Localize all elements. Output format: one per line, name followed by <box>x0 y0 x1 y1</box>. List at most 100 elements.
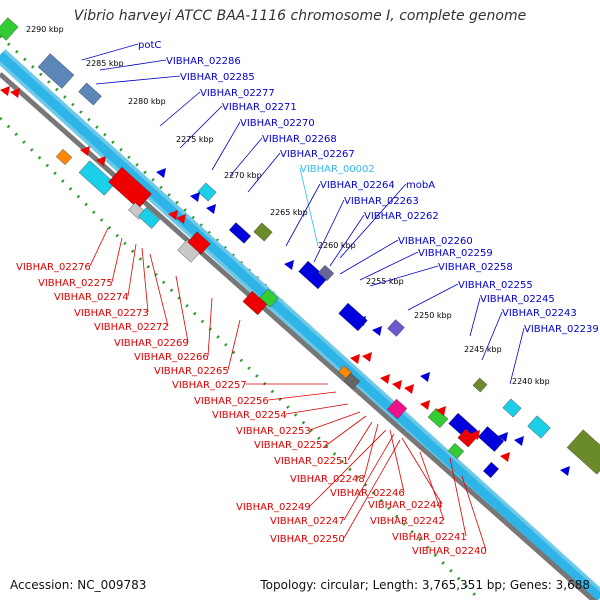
scale-tick-label: 2240 kbp <box>512 377 550 386</box>
forward-gene-arrow <box>356 316 366 326</box>
label-leader-line <box>149 253 169 327</box>
reverse-gene-arrow <box>350 354 360 364</box>
gene-label-forward: VIBHAR_02285 <box>180 72 255 83</box>
label-leader-line <box>449 457 467 537</box>
gene-label-forward: VIBHAR_02264 <box>320 180 395 191</box>
gene-label-reverse: VIBHAR_02269 <box>114 338 189 349</box>
gene-label-forward: VIBHAR_02268 <box>262 134 337 145</box>
forward-band <box>0 51 600 600</box>
reverse-cds-block <box>457 428 477 448</box>
pseudogene-block <box>566 429 600 475</box>
reverse-cds-block <box>108 166 152 210</box>
forward-cds-block <box>228 222 252 244</box>
reverse-gene-arrow <box>404 384 414 394</box>
reverse-gene-arrow <box>392 380 402 390</box>
label-leader-line <box>359 251 419 281</box>
label-leader-line <box>285 183 321 247</box>
reverse-gene-arrow <box>470 430 480 440</box>
gene-label-forward: VIBHAR_02263 <box>344 196 419 207</box>
forward-cds-block <box>482 461 500 479</box>
map-title: Vibrio harveyi ATCC BAA-1116 chromosome … <box>73 8 527 24</box>
gene-label-reverse: VIBHAR_02265 <box>154 366 229 377</box>
gene-label-reverse: VIBHAR_02275 <box>38 278 113 289</box>
forward-gene-arrow <box>190 192 200 202</box>
gene-label-reverse: VIBHAR_02274 <box>54 292 129 303</box>
gene-label-reverse: VIBHAR_02257 <box>172 380 247 391</box>
label-leader-line <box>99 59 167 71</box>
reverse-gene-arrow <box>380 374 390 384</box>
label-leader-line <box>363 423 379 479</box>
gene-label-reverse: VIBHAR_02252 <box>254 440 329 451</box>
gene-label-forward: VIBHAR_02239 <box>524 324 599 335</box>
gene-label-reverse: VIBHAR_02250 <box>270 534 345 545</box>
reverse-gene-arrow <box>168 210 178 220</box>
label-leader-line <box>401 437 443 505</box>
gene-label-forward: VIBHAR_02255 <box>458 280 533 291</box>
gene-label-forward: VIBHAR_02262 <box>364 211 439 222</box>
label-leader-line <box>299 167 319 247</box>
pseudogene-block <box>472 377 488 393</box>
rrna-block <box>259 288 279 308</box>
misc-feature-block <box>343 372 361 390</box>
gene-label-reverse: VIBHAR_02244 <box>368 500 443 511</box>
scale-tick-label: 2285 kbp <box>86 59 124 68</box>
forward-gene-arrow <box>156 168 166 178</box>
scale-tick-label: 2260 kbp <box>318 241 356 250</box>
label-leader-line <box>339 183 407 259</box>
label-leader-line <box>247 152 281 193</box>
reverse-gene-arrow <box>96 156 106 166</box>
forward-gene-arrow <box>372 326 382 336</box>
gene-label-forward: VIBHAR_02259 <box>418 248 493 259</box>
label-leader-lines <box>81 43 525 551</box>
label-leader-line <box>347 421 373 461</box>
label-leader-line <box>207 297 213 357</box>
reverse-gene-arrow <box>0 86 10 96</box>
label-leader-line <box>95 75 181 85</box>
scale-tick-label: 2280 kbp <box>128 97 166 106</box>
label-leader-line <box>159 91 201 127</box>
label-leader-line <box>389 429 405 493</box>
label-leader-line <box>313 199 345 263</box>
trna-block <box>197 182 217 202</box>
gene-label-reverse: VIBHAR_02276 <box>16 262 91 273</box>
rrna-block <box>447 442 465 460</box>
rrna-block <box>0 17 19 41</box>
forward-cds-block <box>477 426 505 452</box>
gene-label-forward: VIBHAR_02277 <box>200 88 275 99</box>
gene-labels: potCVIBHAR_02286VIBHAR_02285VIBHAR_02277… <box>16 40 599 557</box>
label-leader-line <box>339 239 399 275</box>
gene-label-reverse: VIBHAR_02248 <box>290 474 365 485</box>
reverse-gene-arrow <box>10 88 20 98</box>
gene-label-forward: potC <box>138 40 161 51</box>
label-leader-line <box>369 265 439 287</box>
label-leader-line <box>327 415 367 445</box>
pseudogene-block <box>253 222 273 242</box>
reverse-gene-arrow <box>80 146 90 156</box>
forward-cds-block <box>338 302 368 332</box>
label-leader-line <box>127 243 137 297</box>
label-leader-line <box>89 227 109 267</box>
label-leader-line <box>309 429 387 507</box>
label-leader-line <box>267 391 337 401</box>
reverse-cds-block <box>187 231 211 255</box>
label-leader-line <box>407 283 459 311</box>
misc-feature-block <box>317 264 335 282</box>
reverse-gene-arrow <box>362 352 372 362</box>
label-leader-line <box>419 451 445 521</box>
reverse-gene-arrow <box>436 406 446 416</box>
gene-label-forward: mobA <box>406 180 435 191</box>
label-leader-line <box>285 403 349 415</box>
label-leader-line <box>343 439 401 539</box>
gene-label-reverse: VIBHAR_02251 <box>274 456 349 467</box>
scale-tick-label: 2250 kbp <box>414 311 452 320</box>
gene-features <box>0 17 600 479</box>
label-leader-line <box>179 105 223 149</box>
gene-label-reverse: VIBHAR_02249 <box>236 502 311 513</box>
forward-gene-arrow <box>498 432 508 442</box>
gene-label-reverse: VIBHAR_02266 <box>134 352 209 363</box>
scale-tick-label: 2275 kbp <box>176 135 214 144</box>
gene-label-reverse: VIBHAR_02242 <box>370 516 445 527</box>
gene-label-forward: VIBHAR_02245 <box>480 294 555 305</box>
misc-feature-block <box>387 319 405 337</box>
